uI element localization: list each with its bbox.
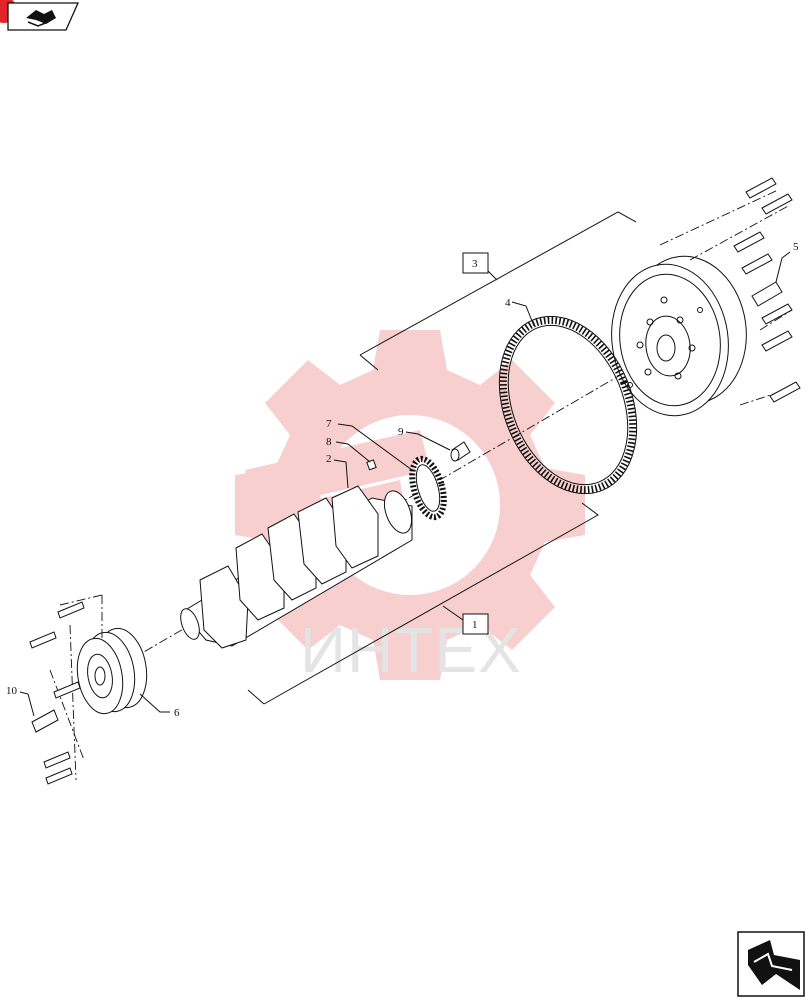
callout-8[interactable]: 8 xyxy=(326,436,332,448)
nav-next-button[interactable] xyxy=(737,931,805,997)
ring-gear xyxy=(498,315,638,495)
arrow-corner-icon xyxy=(748,940,800,990)
pilot-bushing xyxy=(450,441,471,462)
svg-text:5: 5 xyxy=(793,241,799,253)
damper-pulley xyxy=(76,627,148,715)
callout-3[interactable]: 3 xyxy=(462,252,489,274)
svg-text:4: 4 xyxy=(505,297,511,309)
crankshaft xyxy=(180,485,413,649)
woodruff-key xyxy=(366,459,377,471)
crank-gear xyxy=(409,455,447,521)
svg-text:6: 6 xyxy=(174,707,180,719)
pulley-bolt-item-10 xyxy=(31,709,59,733)
book-arrow-icon xyxy=(26,10,56,27)
svg-text:2: 2 xyxy=(326,453,332,465)
callout-7[interactable]: 7 xyxy=(326,418,332,430)
callout-1[interactable]: 1 xyxy=(462,613,489,635)
bracket-group-1 xyxy=(247,502,599,705)
svg-text:8: 8 xyxy=(326,436,332,448)
callout-9[interactable]: 9 xyxy=(398,426,404,438)
callout-10[interactable]: 10 xyxy=(6,685,18,697)
svg-text:3: 3 xyxy=(472,258,478,270)
leader-lines xyxy=(19,251,791,717)
callout-6[interactable]: 6 xyxy=(174,707,180,719)
callout-5[interactable]: 5 xyxy=(793,241,799,253)
svg-text:10: 10 xyxy=(6,685,18,697)
nav-back-button[interactable] xyxy=(0,0,80,31)
flywheel-bolt-item-5 xyxy=(751,281,783,307)
callout-4[interactable]: 4 xyxy=(505,297,511,309)
flywheel xyxy=(611,255,747,417)
svg-text:7: 7 xyxy=(326,418,332,430)
flywheel-bolts xyxy=(659,177,801,406)
callout-2[interactable]: 2 xyxy=(326,453,332,465)
svg-text:1: 1 xyxy=(472,619,478,631)
svg-text:9: 9 xyxy=(398,426,404,438)
pulley-bolts xyxy=(29,594,103,785)
